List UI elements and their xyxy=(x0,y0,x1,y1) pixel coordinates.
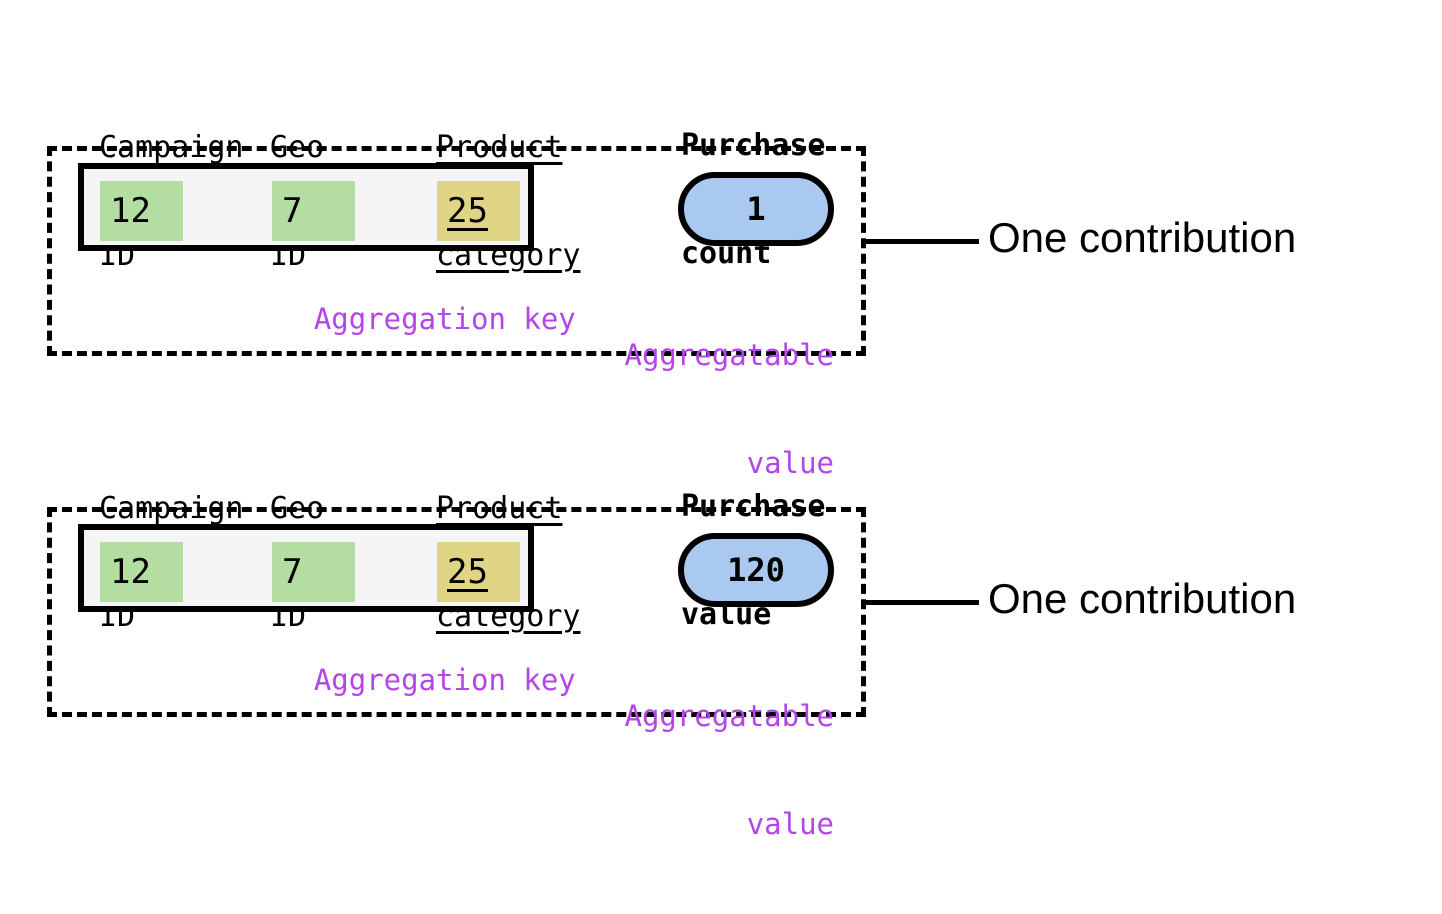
caption-aggregatable-value-line2-1: value xyxy=(746,446,834,480)
caption-aggregatable-value-line1-1: Aggregatable xyxy=(624,338,834,372)
key-cell-campaign-id-value-1: 12 xyxy=(110,191,151,231)
caption-aggregation-key-2: Aggregation key xyxy=(244,626,576,734)
key-cell-campaign-id-value-2: 12 xyxy=(110,552,151,592)
caption-aggregation-key-text-2: Aggregation key xyxy=(313,663,576,697)
caption-aggregation-key-1: Aggregation key xyxy=(244,265,576,373)
caption-aggregatable-value-line2-2: value xyxy=(746,807,834,841)
caption-aggregatable-value-1: Aggregatable value xyxy=(596,265,834,553)
key-cell-campaign-id-2: 12 xyxy=(100,542,183,602)
caption-aggregatable-value-line1-2: Aggregatable xyxy=(624,699,834,733)
callout-label-text-1: One contribution xyxy=(988,214,1297,261)
aggregatable-value-pill-1: 1 xyxy=(678,172,834,246)
key-cell-geo-id-1: 7 xyxy=(272,181,355,241)
callout-connector-2 xyxy=(866,600,979,605)
header-metric-line1: Purchase xyxy=(681,128,826,163)
key-cell-campaign-id-1: 12 xyxy=(100,181,183,241)
header-metric-line1-2: Purchase xyxy=(681,489,826,524)
key-cell-geo-id-value-1: 7 xyxy=(282,191,303,231)
column-headers-1: Campaign ID Geo ID Product category Purc… xyxy=(0,58,1442,273)
key-cell-product-category-value-1: 25 xyxy=(447,191,488,231)
caption-aggregation-key-text-1: Aggregation key xyxy=(313,302,576,336)
contribution-boundary-1 xyxy=(47,146,866,356)
aggregatable-value-pill-2: 120 xyxy=(678,533,834,607)
contribution-boundary-2 xyxy=(47,507,866,717)
key-cell-product-category-1: 25 xyxy=(437,181,520,241)
column-headers-2: Campaign ID Geo ID Product category Purc… xyxy=(0,419,1442,634)
key-cell-geo-id-value-2: 7 xyxy=(282,552,303,592)
callout-label-text-2: One contribution xyxy=(988,575,1297,622)
aggregatable-value-text-2: 120 xyxy=(727,551,785,589)
key-cell-geo-id-2: 7 xyxy=(272,542,355,602)
callout-connector-1 xyxy=(866,239,979,244)
key-cell-product-category-value-2: 25 xyxy=(447,552,488,592)
callout-label-2: One contribution xyxy=(988,575,1296,623)
caption-aggregatable-value-2: Aggregatable value xyxy=(596,626,834,914)
callout-label-1: One contribution xyxy=(988,214,1296,262)
key-cell-product-category-2: 25 xyxy=(437,542,520,602)
aggregatable-value-text-1: 1 xyxy=(746,190,766,228)
